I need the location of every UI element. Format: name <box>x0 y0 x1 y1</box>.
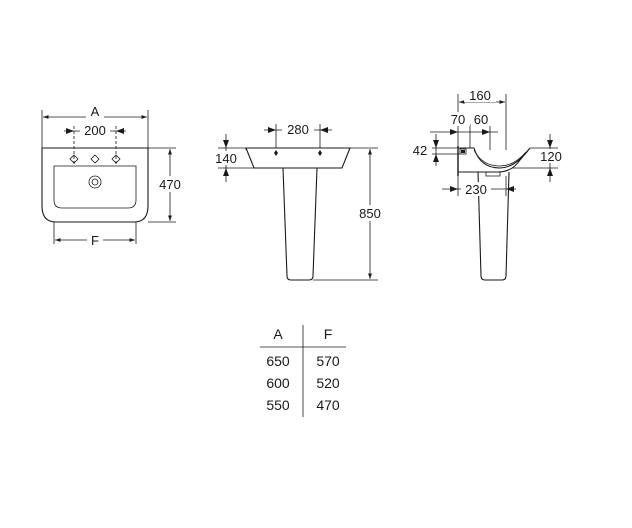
basin-outline <box>41 147 149 223</box>
elevation-view: 280 140 850 <box>208 122 387 281</box>
inner-width-f-label: F <box>91 233 99 248</box>
rim-height-label: 140 <box>215 151 237 166</box>
drain-outer <box>88 175 102 189</box>
table-header-a: A <box>273 326 283 342</box>
hole-spacing-label: 200 <box>84 123 106 138</box>
size-table: A F 650 570 600 520 550 470 <box>260 325 346 417</box>
elevation-hole-spacing-label: 280 <box>287 122 309 137</box>
table-cell: 520 <box>316 375 340 391</box>
side-230-label: 230 <box>465 182 487 197</box>
total-height-label: 850 <box>359 206 381 221</box>
table-cell: 570 <box>316 353 340 369</box>
depth-label: 470 <box>159 177 181 192</box>
side-pedestal <box>477 171 510 281</box>
side-70-label: 70 <box>451 112 465 127</box>
side-42-label: 42 <box>413 143 427 158</box>
table-cell: 600 <box>266 375 290 391</box>
side-top-label: 160 <box>469 88 491 103</box>
side-view: 160 70 60 42 120 230 <box>408 88 566 281</box>
side-120-label: 120 <box>540 149 562 164</box>
front-view: A 200 470 F <box>41 104 187 248</box>
drain-inner <box>91 178 99 186</box>
table-cell: 470 <box>316 397 340 413</box>
side-basin-profile <box>458 147 531 173</box>
side-60-label: 60 <box>474 112 488 127</box>
table-header-f: F <box>324 326 333 342</box>
elevation-basin <box>245 147 351 169</box>
width-a-label: A <box>91 104 100 119</box>
basin-bowl <box>53 165 137 209</box>
table-cell: 650 <box>266 353 290 369</box>
tap-hole-center <box>90 154 100 164</box>
table-cell: 550 <box>266 397 290 413</box>
pedestal <box>282 167 318 281</box>
